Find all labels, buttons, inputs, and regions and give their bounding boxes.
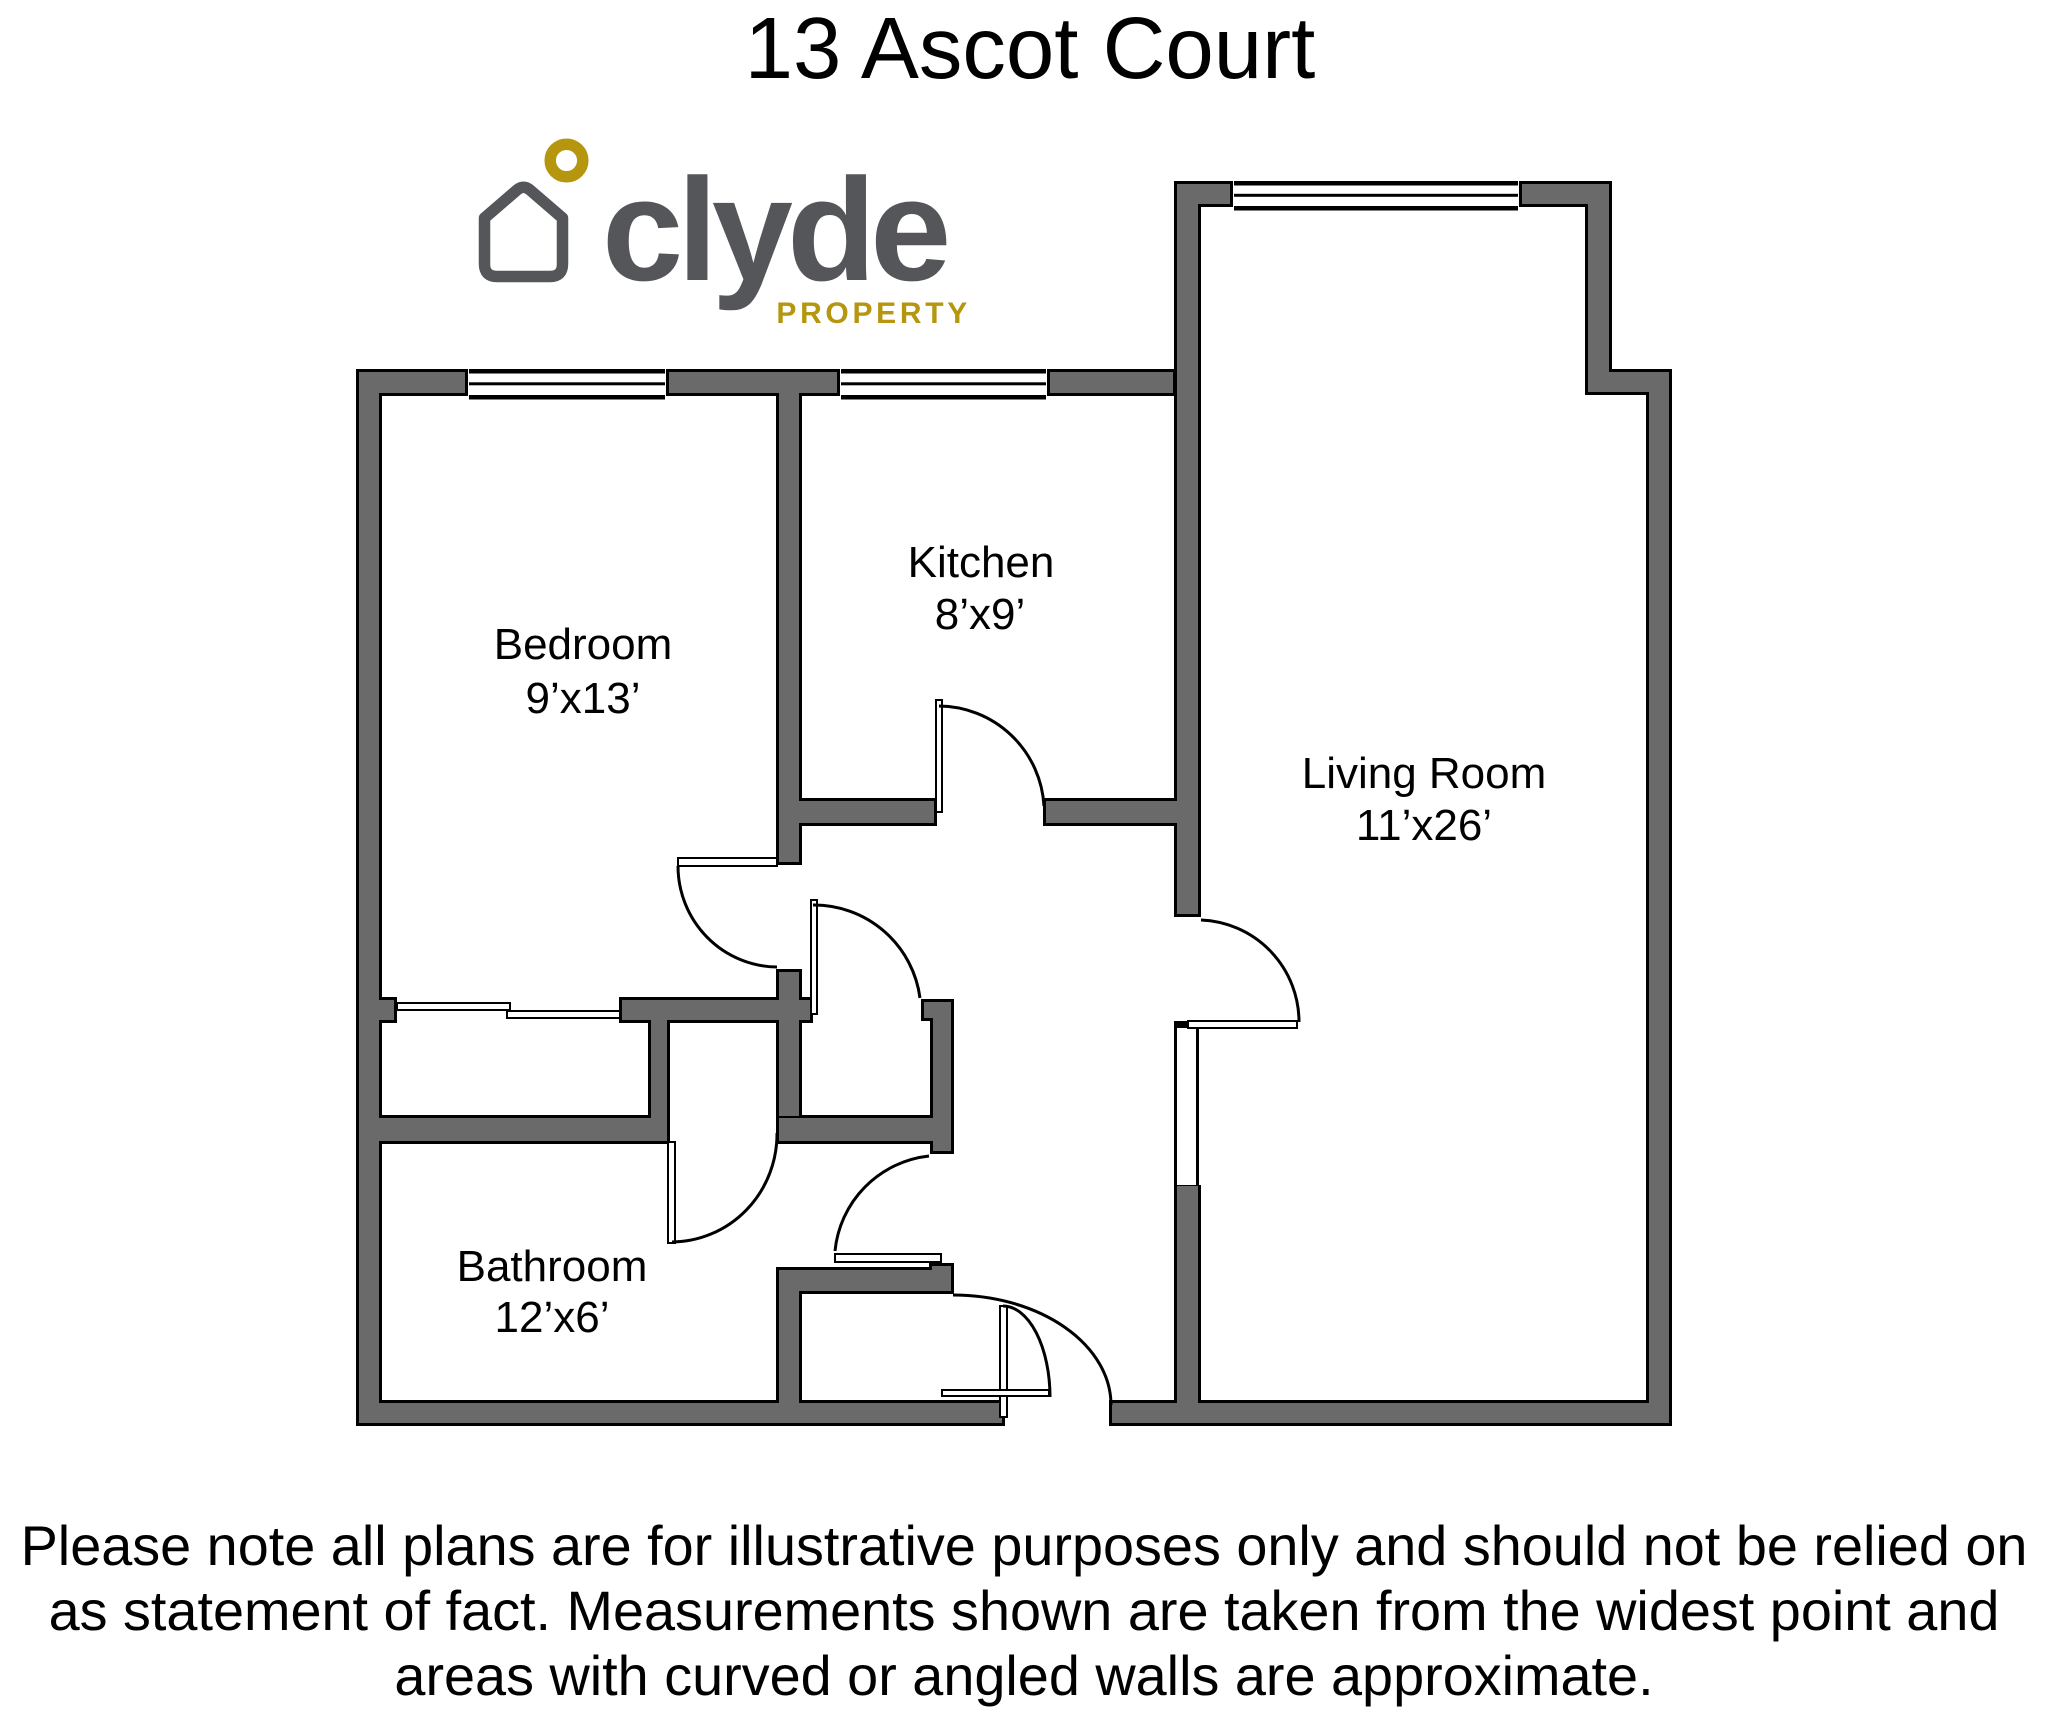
svg-text:11’x26’: 11’x26’	[1356, 801, 1492, 850]
svg-text:Bathroom: Bathroom	[457, 1242, 648, 1291]
svg-text:as statement of fact. Measurem: as statement of fact. Measurements shown…	[49, 1579, 2000, 1642]
svg-text:12’x6’: 12’x6’	[495, 1293, 610, 1342]
svg-text:Kitchen: Kitchen	[908, 538, 1055, 587]
svg-text:9’x13’: 9’x13’	[526, 674, 641, 723]
svg-text:Please note all plans are for: Please note all plans are for illustrati…	[21, 1514, 2028, 1577]
svg-text:13 Ascot Court: 13 Ascot Court	[745, 0, 1316, 97]
svg-text:Bedroom: Bedroom	[494, 620, 673, 669]
svg-text:areas with curved or angled wa: areas with curved or angled walls are ap…	[394, 1644, 1653, 1707]
svg-text:clyde: clyde	[602, 148, 947, 311]
svg-text:Living Room: Living Room	[1302, 749, 1547, 798]
svg-text:PROPERTY: PROPERTY	[776, 297, 971, 330]
svg-text:8’x9’: 8’x9’	[935, 590, 1026, 639]
